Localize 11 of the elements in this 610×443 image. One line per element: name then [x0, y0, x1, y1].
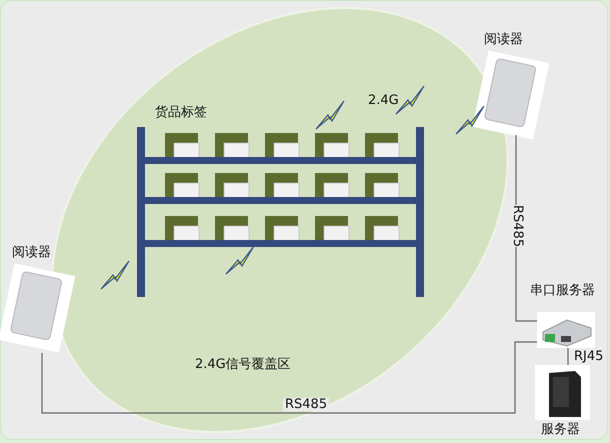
edge-label: RJ45 [572, 350, 606, 363]
tag-label: 货品标签 [155, 106, 207, 119]
reader-label: 阅读器 [12, 246, 51, 259]
serial-server-label: 串口服务器 [530, 284, 595, 297]
edge-label: RS485 [283, 398, 330, 411]
server-label: 服务器 [541, 423, 580, 436]
area-label: 2.4G信号覆盖区 [195, 358, 291, 371]
connector-line [567, 348, 569, 365]
reader-label: 阅读器 [484, 33, 523, 46]
frequency-label: 2.4G [368, 94, 399, 107]
connector-line [41, 341, 537, 414]
